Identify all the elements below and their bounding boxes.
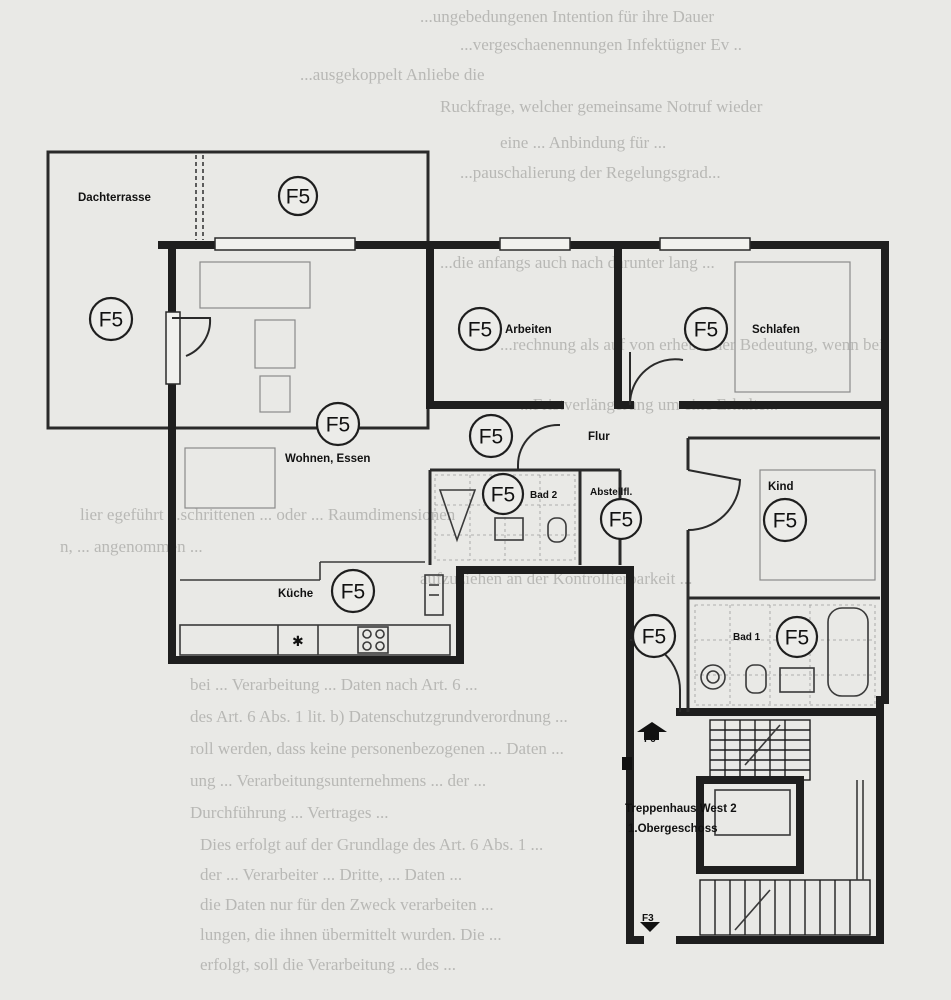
bg-line: roll werden, dass keine personenbezogene…	[190, 739, 564, 758]
bg-line: ...die anfangs auch nach darunter lang .…	[440, 253, 715, 272]
bad1-fixtures	[694, 604, 876, 706]
bg-line: des Art. 6 Abs. 1 lit. b) Datenschutzgru…	[190, 707, 568, 726]
svg-text:F5: F5	[694, 319, 719, 342]
svg-text:✱: ✱	[292, 634, 304, 650]
label-schlafen: Schlafen	[752, 324, 800, 336]
bg-line: ...pauschalierung der Regelungsgrad...	[460, 163, 721, 182]
f5-markers: F5 F5 F5 F5 F5 F5 F5 F5 F5 F5 F5 F5	[88, 175, 819, 659]
bg-line: eine ... Anbindung für ...	[500, 133, 666, 152]
svg-text:F5: F5	[286, 186, 311, 209]
staircase	[696, 719, 871, 936]
f5-marker-kueche: F5	[330, 568, 376, 614]
bg-line: ...vergeschaenennungen Infektügner Ev ..	[460, 35, 742, 54]
svg-text:F5: F5	[341, 581, 366, 604]
f5-marker-wohnen: F5	[315, 401, 361, 447]
bg-line: ...Fristverlängerung um eine Erhalte...	[520, 395, 778, 414]
interior-walls	[426, 246, 889, 712]
label-kueche: Küche	[278, 588, 313, 600]
bg-line: ...ausgekoppelt Anliebe die	[300, 65, 485, 84]
bg-line: der ... Verarbeiter ... Dritte, ... Date…	[200, 865, 462, 884]
f5-marker-dachterrasse-left: F5	[88, 296, 134, 342]
label-kind: Kind	[768, 481, 794, 493]
bg-line: Dies erfolgt auf der Grundlage des Art. …	[200, 835, 543, 854]
f5-marker-bad1: F5	[775, 615, 819, 659]
furniture: ✱	[179, 261, 876, 656]
bg-line: lungen, die ihnen übermittelt wurden. Di…	[200, 925, 502, 944]
f5-marker-schlafen: F5	[683, 306, 729, 352]
bg-line: Ruckfrage, welcher gemeinsame Notruf wie…	[440, 97, 763, 116]
label-treppenhaus: Treppenhaus West 2	[625, 803, 737, 815]
roof-terrace: Dachterrasse	[46, 150, 430, 430]
windows	[165, 237, 751, 385]
f5-marker-arbeiten: F5	[457, 306, 503, 352]
room-labels: Arbeiten Schlafen Flur Wohnen, Essen Bad…	[278, 324, 800, 835]
svg-text:F5: F5	[326, 414, 351, 437]
f5-marker-kind: F5	[762, 497, 808, 543]
svg-text:F5: F5	[609, 509, 634, 532]
svg-text:F5: F5	[479, 426, 504, 449]
bg-line: ung ... Verarbeitungsunternehmens ... de…	[190, 771, 486, 790]
label-geschoss: 1.Obergeschoss	[628, 823, 717, 835]
label-flur: Flur	[588, 431, 610, 443]
svg-text:F5: F5	[642, 626, 667, 649]
f5-marker-flur: F5	[468, 413, 514, 459]
label-f3: F3	[642, 913, 654, 924]
label-abstell: Abstellfl.	[590, 487, 632, 498]
svg-text:F5: F5	[491, 484, 516, 507]
f5-marker-bad2: F5	[481, 472, 525, 516]
label-wohnen: Wohnen, Essen	[285, 453, 370, 465]
svg-text:F5: F5	[468, 319, 493, 342]
bg-line: erfolgt, soll die Verarbeitung ... des .…	[200, 955, 456, 974]
bg-line: n, ... angenommen ...	[60, 537, 203, 556]
label-bad2: Bad 2	[530, 490, 558, 501]
show-through-text: ...ungebedungenen Intention für ihre Dau…	[60, 7, 884, 974]
svg-text:F5: F5	[99, 309, 124, 332]
svg-text:F5: F5	[773, 510, 798, 533]
f5-marker-flur-lower: F5	[631, 613, 677, 659]
label-dachterrasse: Dachterrasse	[78, 192, 151, 204]
label-arbeiten: Arbeiten	[505, 324, 552, 336]
f5-marker-dachterrasse-top: F5	[277, 175, 319, 217]
bg-line: die Daten nur für den Zweck verarbeiten …	[200, 895, 494, 914]
bg-line: ...ungebedungenen Intention für ihre Dau…	[420, 7, 714, 26]
svg-text:F5: F5	[785, 627, 810, 650]
f5-marker-abstell: F5	[599, 497, 643, 541]
bg-line: Durchführung ... Vertrages ...	[190, 803, 388, 822]
label-bad1: Bad 1	[733, 632, 761, 643]
bg-line: bei ... Verarbeitung ... Daten nach Art.…	[190, 675, 478, 694]
label-f6: F6	[644, 734, 656, 745]
exit-arrows: F6 F3	[622, 722, 667, 932]
